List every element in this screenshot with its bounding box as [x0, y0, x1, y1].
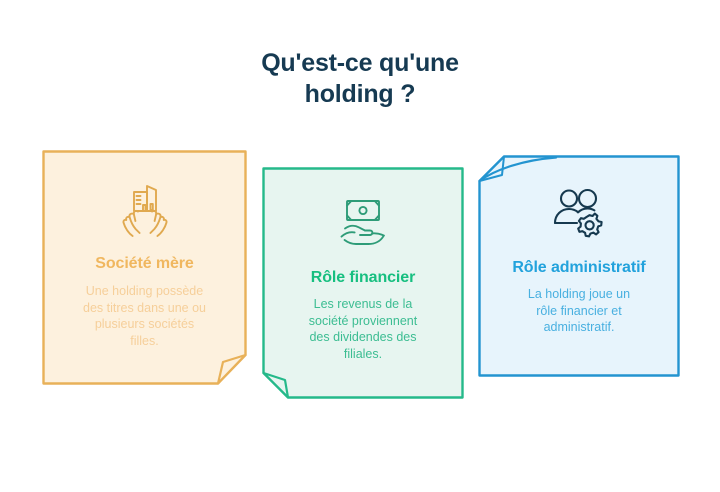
card-shape-role-financier: [262, 167, 464, 399]
card-shape-role-administratif: [478, 155, 680, 377]
card-societe-mere[interactable]: Société mère Une holding possède des tit…: [42, 150, 247, 385]
card-content-role-financier: Rôle financier Les revenus de la société…: [262, 167, 464, 399]
card-role-administratif[interactable]: Rôle administratif La holding joue un rô…: [478, 155, 680, 377]
card-content-societe-mere: Société mère Une holding possède des tit…: [42, 150, 247, 385]
card-shape-societe-mere: [42, 150, 247, 385]
card-role-financier[interactable]: Rôle financier Les revenus de la société…: [262, 167, 464, 399]
card-title-role-financier: Rôle financier: [310, 269, 416, 286]
card-body-role-financier: Les revenus de la société proviennent de…: [308, 297, 418, 361]
card-title-societe-mere: Société mère: [95, 255, 194, 272]
card-body-societe-mere: Une holding possède des titres dans une …: [83, 284, 206, 348]
card-body-role-administratif: La holding joue un rôle financier et adm…: [527, 287, 631, 334]
page-title: Qu'est-ce qu'une holding ?: [261, 49, 459, 108]
users-gear-icon: [548, 185, 610, 248]
card-title-role-administratif: Rôle administratif: [512, 259, 646, 276]
card-content-role-administratif: Rôle administratif La holding joue un rô…: [478, 155, 680, 377]
hands-holding-buildings-icon: [114, 178, 176, 245]
hand-holding-banknote-icon: [332, 195, 394, 256]
